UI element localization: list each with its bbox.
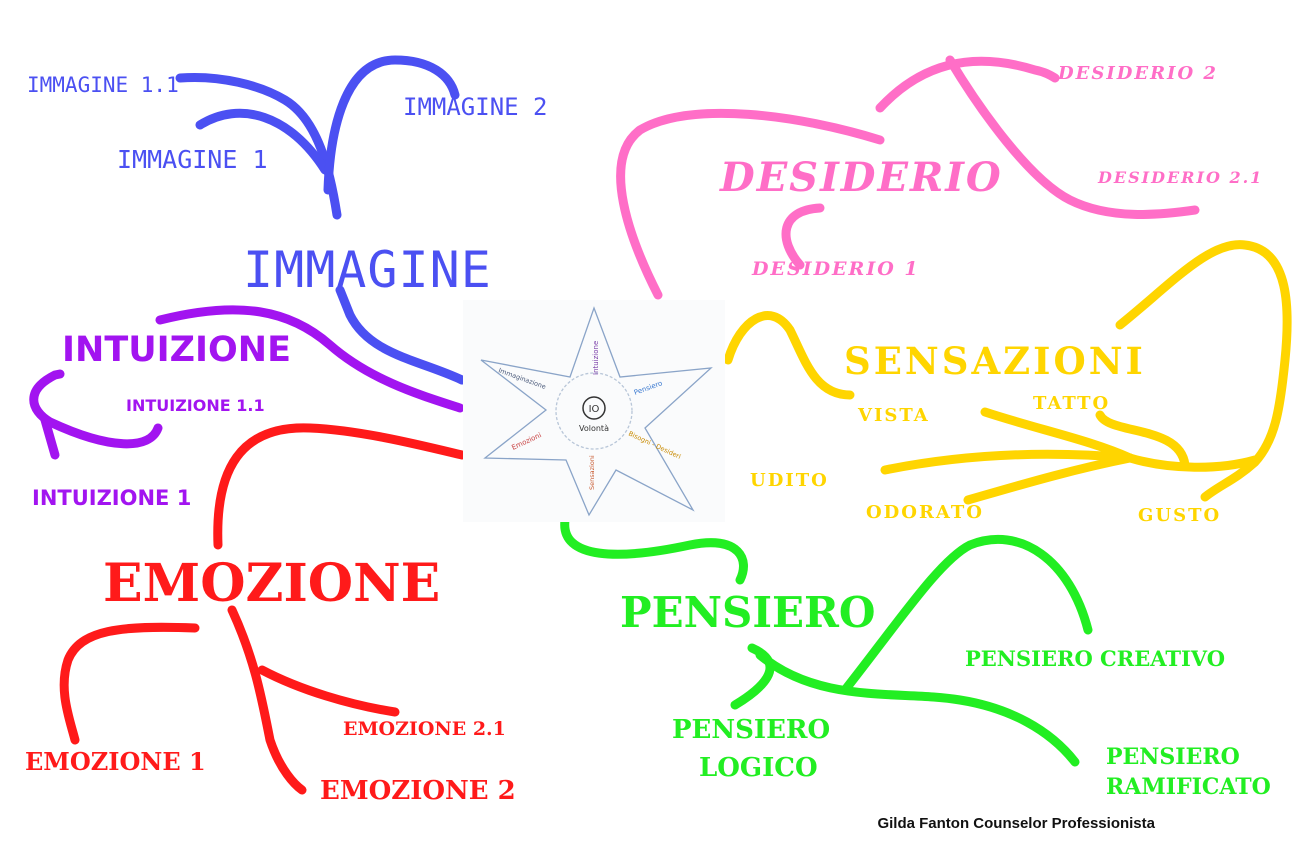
sensazioni-tatto-label: TATTO [1033, 393, 1111, 414]
intuizione-1-label: INTUIZIONE 1 [32, 486, 192, 510]
sensazioni-vista-label: VISTA [858, 405, 930, 426]
emozione-title: EMOZIONE [103, 553, 441, 614]
emozione-branch [59, 423, 467, 795]
center-point-sensazioni: Sensazioni [588, 455, 596, 490]
pensiero-creativo-label: PENSIERO CREATIVO [965, 646, 1226, 671]
center-point-bisogni: Bisogni - Desideri [627, 430, 682, 461]
footer-credit: Gilda Fanton Counselor Professionista [877, 815, 1155, 832]
intuizione-title: INTUIZIONE [62, 330, 291, 370]
emozione-2-label: EMOZIONE 2 [320, 776, 516, 806]
center-point-pensiero: Pensiero [633, 379, 664, 397]
center-volonta-text: Volontà [579, 424, 609, 433]
immagine-branch [175, 55, 467, 385]
center-star-image: IO Volontà Intuizione Pensiero Bisogni -… [463, 300, 725, 522]
pensiero-branch [560, 515, 1093, 767]
sensazioni-title: SENSAZIONI [844, 339, 1146, 383]
desiderio-2-1-label: DESIDERIO 2.1 [1098, 168, 1264, 187]
emozione-2-1-label: EMOZIONE 2.1 [343, 718, 506, 740]
pensiero-title: PENSIERO [620, 588, 876, 637]
sensazioni-gusto-label: GUSTO [1138, 505, 1222, 526]
immagine-2-label: IMMAGINE 2 [403, 93, 548, 121]
desiderio-2-label: DESIDERIO 2 [1058, 63, 1218, 84]
center-io-text: IO [589, 404, 600, 415]
immagine-1-1-label: IMMAGINE 1.1 [27, 73, 179, 97]
pensiero-logico-line1: PENSIERO [672, 715, 831, 745]
sensazioni-udito-label: UDITO [750, 470, 829, 491]
desiderio-branch [616, 55, 1200, 300]
emozione-1-label: EMOZIONE 1 [25, 747, 206, 776]
pensiero-ramificato-line2: RAMIFICATO [1106, 774, 1271, 800]
desiderio-title: DESIDERIO [720, 154, 1003, 201]
pensiero-logico-line2: LOGICO [699, 753, 818, 783]
sensazioni-branch [723, 240, 1292, 505]
center-point-intuizione: Intuizione [592, 341, 600, 375]
immagine-1-label: IMMAGINE 1 [117, 145, 268, 174]
sensazioni-odorato-label: ODORATO [866, 502, 984, 523]
pensiero-ramificato-line1: PENSIERO [1106, 744, 1240, 770]
intuizione-1-1-label: INTUIZIONE 1.1 [126, 396, 265, 415]
intuizione-branch [29, 305, 465, 460]
immagine-title: IMMAGINE [243, 241, 492, 299]
desiderio-1-label: DESIDERIO 1 [752, 258, 920, 280]
